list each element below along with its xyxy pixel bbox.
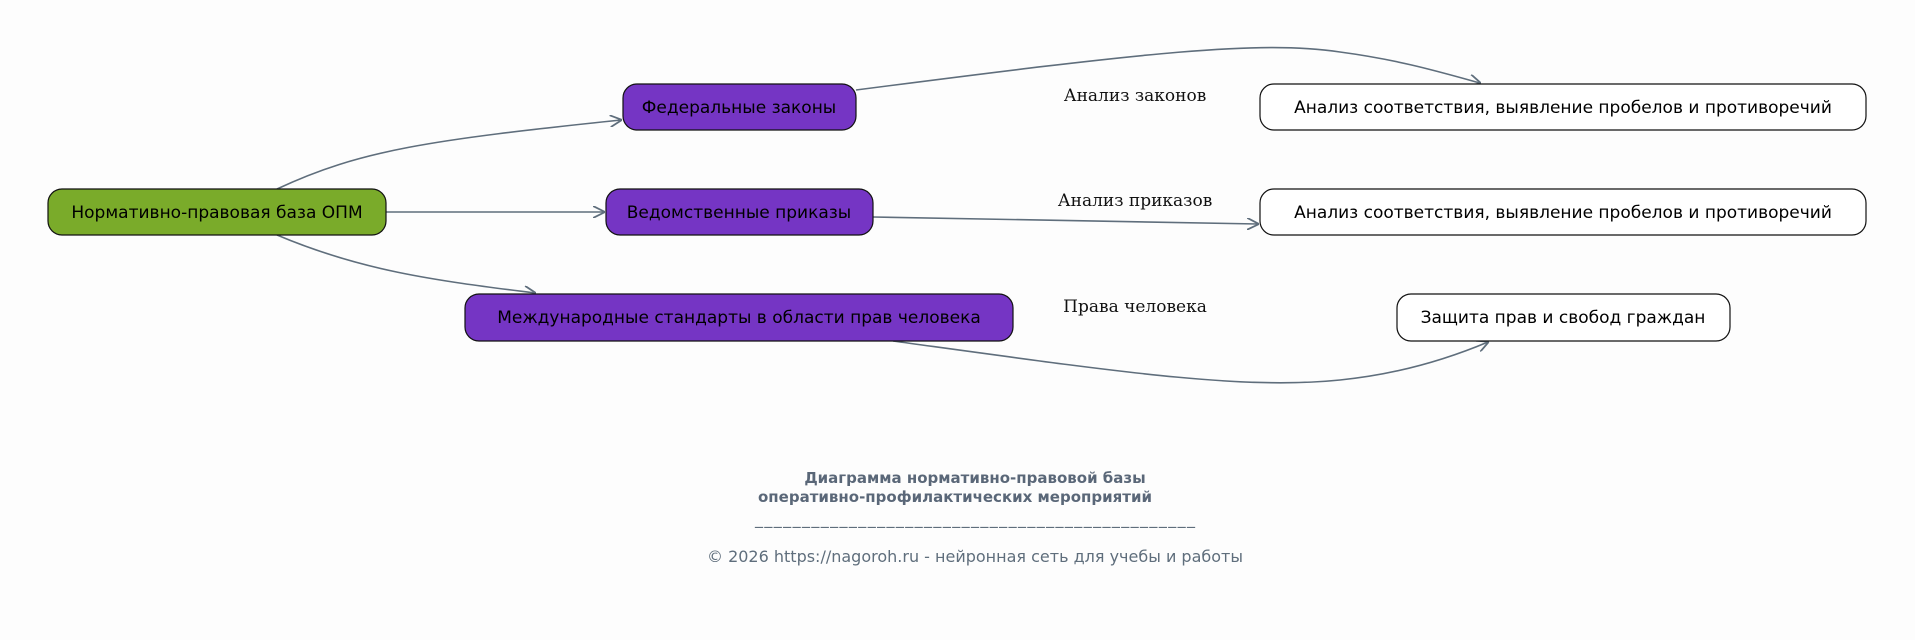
node-root[interactable]: Нормативно-правовая база ОПМ: [47, 188, 387, 236]
node-departmental-orders[interactable]: Ведомственные приказы: [605, 188, 874, 236]
node-root-label: Нормативно-правовая база ОПМ: [71, 203, 362, 223]
node-rights-protection[interactable]: Защита прав и свобод граждан: [1396, 293, 1731, 342]
node-analysis-2[interactable]: Анализ соответствия, выявление пробелов …: [1259, 188, 1867, 236]
edge-international-protection: [892, 341, 1488, 384]
node-international-standards-label: Международные стандарты в области прав ч…: [497, 308, 981, 328]
edge-federal-analysis1: [855, 46, 1480, 91]
edge-label-laws: Анализ законов: [1064, 86, 1207, 106]
edge-label-orders: Анализ приказов: [1058, 191, 1213, 211]
node-analysis-1-label: Анализ соответствия, выявление пробелов …: [1294, 98, 1832, 118]
diagram-title-line2: оперативно-профилактических мероприятий: [758, 488, 1152, 506]
node-analysis-2-label: Анализ соответствия, выявление пробелов …: [1294, 203, 1832, 223]
diagram-title-line1: Диаграмма нормативно-правовой базы: [804, 469, 1145, 487]
edge-departmental-analysis2: [872, 216, 1258, 224]
node-rights-protection-label: Защита прав и свобод граждан: [1421, 308, 1706, 328]
title-separator: ________________________________________…: [754, 509, 1196, 529]
edge-root-federal: [276, 120, 621, 190]
node-departmental-orders-label: Ведомственные приказы: [627, 203, 851, 223]
node-federal-laws[interactable]: Федеральные законы: [622, 83, 857, 131]
footer-copyright: © 2026 https://nagoroh.ru - нейронная се…: [707, 547, 1243, 566]
node-analysis-1[interactable]: Анализ соответствия, выявление пробелов …: [1259, 83, 1867, 131]
edge-label-rights: Права человека: [1063, 297, 1207, 317]
edge-root-international: [276, 234, 535, 293]
node-federal-laws-label: Федеральные законы: [642, 98, 836, 118]
node-international-standards[interactable]: Международные стандарты в области прав ч…: [464, 293, 1014, 342]
